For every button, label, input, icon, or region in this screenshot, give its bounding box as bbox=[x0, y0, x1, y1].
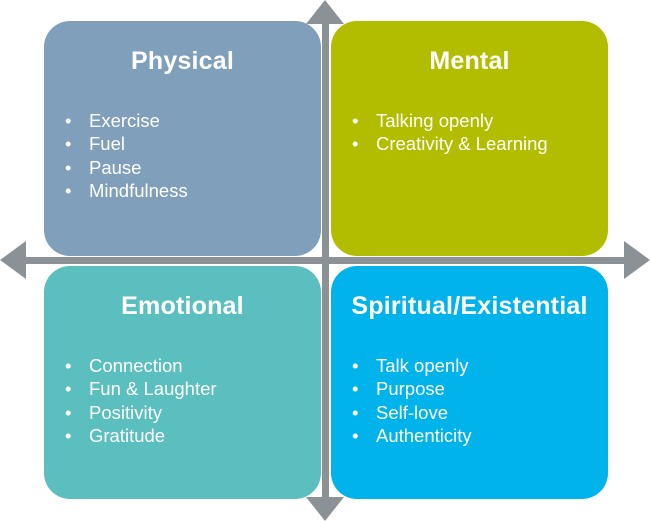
list-item: Purpose bbox=[331, 377, 472, 401]
arrow-right-icon bbox=[624, 241, 650, 279]
vertical-axis bbox=[322, 18, 329, 503]
list-item: Fuel bbox=[44, 132, 188, 156]
list-item: Mindfulness bbox=[44, 179, 188, 203]
list-item: Fun & Laughter bbox=[44, 377, 217, 401]
quadrant-mental: Mental Talking openly Creativity & Learn… bbox=[331, 21, 608, 256]
arrow-up-icon bbox=[306, 0, 344, 24]
list-item: Gratitude bbox=[44, 424, 217, 448]
arrow-down-icon bbox=[306, 497, 344, 521]
quadrant-title: Mental bbox=[429, 47, 510, 75]
quadrant-title: Spiritual/Existential bbox=[351, 292, 588, 320]
item-list: Connection Fun & Laughter Positivity Gra… bbox=[44, 354, 217, 447]
list-item: Exercise bbox=[44, 109, 188, 133]
list-item: Positivity bbox=[44, 401, 217, 425]
list-item: Talking openly bbox=[331, 109, 548, 133]
list-item: Self-love bbox=[331, 401, 472, 425]
list-item: Authenticity bbox=[331, 424, 472, 448]
arrow-left-icon bbox=[0, 241, 26, 279]
list-item: Talk openly bbox=[331, 354, 472, 378]
quadrant-physical: Physical Exercise Fuel Pause Mindfulness bbox=[44, 21, 321, 256]
item-list: Talk openly Purpose Self-love Authentici… bbox=[331, 354, 472, 447]
quadrant-title: Emotional bbox=[121, 292, 244, 320]
quadrant-spiritual: Spiritual/Existential Talk openly Purpos… bbox=[331, 266, 608, 499]
list-item: Pause bbox=[44, 156, 188, 180]
list-item: Connection bbox=[44, 354, 217, 378]
quadrant-emotional: Emotional Connection Fun & Laughter Posi… bbox=[44, 266, 321, 499]
item-list: Exercise Fuel Pause Mindfulness bbox=[44, 109, 188, 202]
quadrant-title: Physical bbox=[130, 47, 235, 75]
item-list: Talking openly Creativity & Learning bbox=[331, 109, 548, 156]
list-item: Creativity & Learning bbox=[331, 132, 548, 156]
